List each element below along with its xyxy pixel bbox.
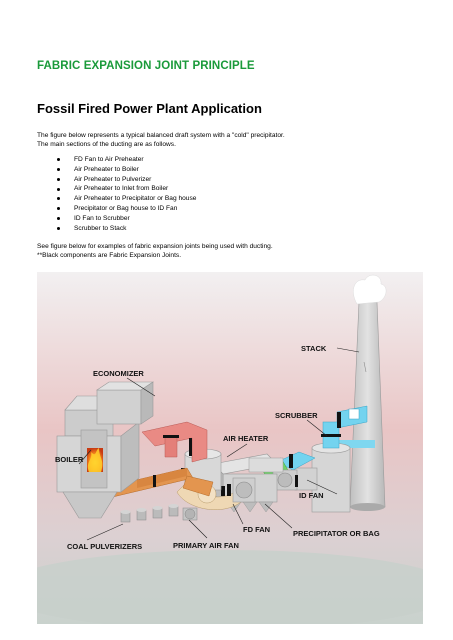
ducting-sections-list: FD Fan to Air Preheater Air Preheater to… xyxy=(57,155,196,233)
leader-lines xyxy=(78,347,360,541)
primary-air-fan xyxy=(182,507,198,521)
label-id-fan: ID FAN xyxy=(299,491,324,500)
intro-line: The figure below represents a typical ba… xyxy=(37,132,285,139)
label-coal-pulverizers: COAL PULVERIZERS xyxy=(67,542,142,551)
section-title: Fossil Fired Power Plant Application xyxy=(37,101,262,116)
list-item: Precipitator or Bag house to ID Fan xyxy=(57,204,196,214)
power-plant-figure: STACK ECONOMIZER SCRUBBER AIR HEATER BOI… xyxy=(37,272,423,624)
economizer xyxy=(96,381,154,425)
label-stack: STACK xyxy=(301,344,327,353)
label-air-heater: AIR HEATER xyxy=(223,434,269,443)
fd-fan xyxy=(227,477,256,503)
label-primary-air-fan: PRIMARY AIR FAN xyxy=(173,541,239,550)
list-item: Scrubber to Stack xyxy=(57,224,196,234)
boiler xyxy=(56,395,140,519)
list-item: Air Preheater to Pulverizer xyxy=(57,175,196,185)
id-fan xyxy=(272,469,298,491)
scrubber xyxy=(294,440,375,513)
list-item: Air Preheater to Precipitator or Bag hou… xyxy=(57,194,196,204)
coal-pulverizers xyxy=(120,504,179,523)
list-item: FD Fan to Air Preheater xyxy=(57,155,196,165)
id-fan-scrubber-duct xyxy=(276,451,316,471)
label-fd-fan: FD FAN xyxy=(243,525,270,534)
list-item: Air Preheater to Inlet from Boiler xyxy=(57,184,196,194)
intro-line: The main sections of the ducting are as … xyxy=(37,140,176,148)
figure-note: See figure below for examples of fabric … xyxy=(37,243,437,260)
label-scrubber: SCRUBBER xyxy=(275,411,318,420)
boiler-air-heater-duct xyxy=(141,421,208,463)
list-item: ID Fan to Scrubber xyxy=(57,214,196,224)
note-line: See figure below for examples of fabric … xyxy=(37,243,273,250)
label-economizer: ECONOMIZER xyxy=(93,369,144,378)
stack xyxy=(349,274,387,511)
label-boiler: BOILER xyxy=(55,455,84,464)
note-line: **Black components are Fabric Expansion … xyxy=(37,251,182,259)
document-title: FABRIC EXPANSION JOINT PRINCIPLE xyxy=(37,60,255,72)
intro-paragraph: The figure below represents a typical ba… xyxy=(37,132,437,149)
list-item: Air Preheater to Boiler xyxy=(57,165,196,175)
ground xyxy=(37,550,423,624)
scrubber-stack-duct xyxy=(321,405,368,449)
power-plant-diagram: STACK ECONOMIZER SCRUBBER AIR HEATER BOI… xyxy=(37,272,423,624)
label-precipitator: PRECIPITATOR OR BAG xyxy=(293,529,380,538)
precipitator-rear xyxy=(248,457,284,473)
